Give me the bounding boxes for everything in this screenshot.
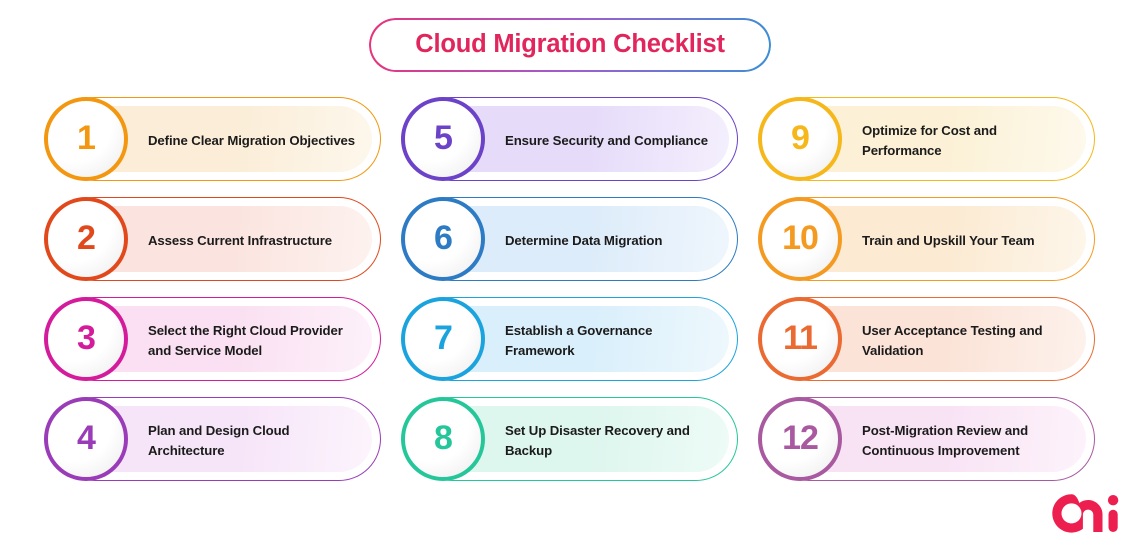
item-number-badge: 12 <box>758 397 842 481</box>
item-number-badge: 1 <box>44 97 128 181</box>
item-number-badge: 11 <box>758 297 842 381</box>
item-number-badge: 3 <box>44 297 128 381</box>
item-number-badge: 7 <box>401 297 485 381</box>
item-number-badge: 2 <box>44 197 128 281</box>
item-number-badge: 9 <box>758 97 842 181</box>
item-number: 11 <box>783 319 818 357</box>
item-number: 1 <box>77 119 96 157</box>
item-label: Select the Right Cloud Provider and Serv… <box>148 322 343 358</box>
item-number: 3 <box>77 319 96 357</box>
item-label: Ensure Security and Compliance <box>505 132 708 148</box>
item-number: 12 <box>782 419 819 457</box>
checklist-grid: 1 Define Clear Migration Objectives 5 Ensur… <box>44 91 1096 491</box>
mi-logo <box>1048 490 1122 538</box>
item-label: Define Clear Migration Objectives <box>148 132 356 148</box>
checklist-item[interactable]: 3 Select the Right Cloud Provider and Ser… <box>44 291 381 391</box>
item-number: 9 <box>791 119 810 157</box>
checklist-item[interactable]: 4 Plan and Design Cloud Architecture <box>44 391 381 491</box>
item-number: 10 <box>782 219 819 257</box>
item-label: Establish a Governance Framework <box>505 322 653 358</box>
page-title: Cloud Migration Checklist <box>415 30 725 58</box>
item-number: 4 <box>77 419 96 457</box>
checklist-item[interactable]: 10 Train and Upskill Your Team <box>758 191 1095 291</box>
item-number-badge: 8 <box>401 397 485 481</box>
item-label: Set Up Disaster Recovery and Backup <box>505 422 690 458</box>
checklist-item[interactable]: 12 Post-Migration Review and Continuous I… <box>758 391 1095 491</box>
checklist-item[interactable]: 11 User Acceptance Testing and Validation <box>758 291 1095 391</box>
item-label: Optimize for Cost and Performance <box>862 122 997 158</box>
item-number: 7 <box>434 319 453 357</box>
checklist-item[interactable]: 2 Assess Current Infrastructure <box>44 191 381 291</box>
checklist-item[interactable]: 9 Optimize for Cost and Performance <box>758 91 1095 191</box>
item-number: 6 <box>434 219 453 257</box>
item-number-badge: 10 <box>758 197 842 281</box>
item-number-badge: 4 <box>44 397 128 481</box>
item-label: Determine Data Migration <box>505 232 663 248</box>
checklist-item[interactable]: 1 Define Clear Migration Objectives <box>44 91 381 191</box>
title-container: Cloud Migration Checklist <box>0 18 1140 73</box>
item-label: Post-Migration Review and Continuous Imp… <box>862 422 1029 458</box>
title-pill: Cloud Migration Checklist <box>369 18 771 73</box>
checklist-item[interactable]: 6 Determine Data Migration <box>401 191 738 291</box>
item-number: 5 <box>434 119 453 157</box>
item-label: User Acceptance Testing and Validation <box>862 322 1043 358</box>
item-number-badge: 5 <box>401 97 485 181</box>
item-number: 2 <box>77 219 96 257</box>
item-number: 8 <box>434 419 453 457</box>
item-label: Train and Upskill Your Team <box>862 232 1035 248</box>
checklist-item[interactable]: 7 Establish a Governance Framework <box>401 291 738 391</box>
checklist-item[interactable]: 8 Set Up Disaster Recovery and Backup <box>401 391 738 491</box>
item-number-badge: 6 <box>401 197 485 281</box>
checklist-item[interactable]: 5 Ensure Security and Compliance <box>401 91 738 191</box>
item-label: Assess Current Infrastructure <box>148 232 332 248</box>
item-label: Plan and Design Cloud Architecture <box>148 422 290 458</box>
